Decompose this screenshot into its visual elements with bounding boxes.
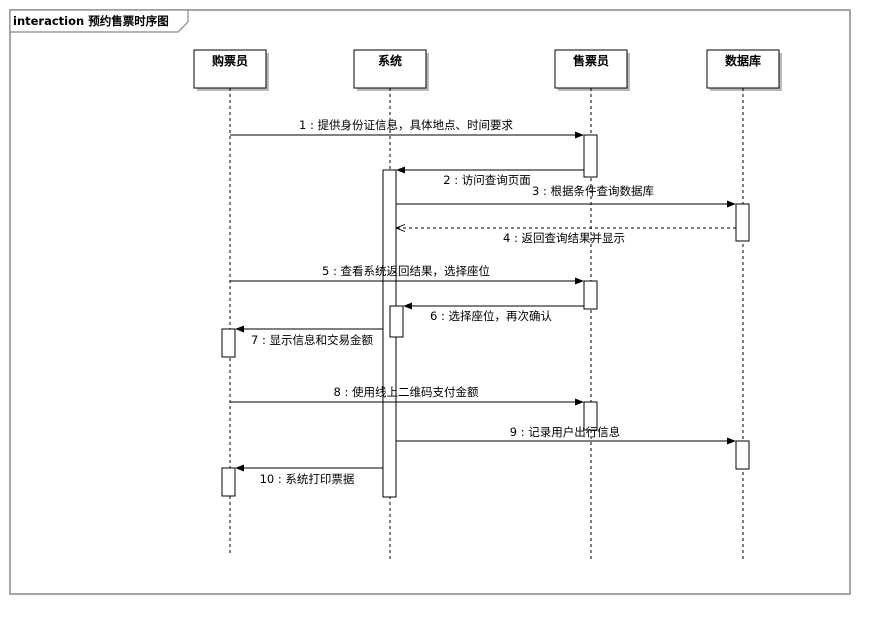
activation-bar-buyer [221,328,236,358]
frame-title-tab [9,9,189,33]
lifeline-name-database: 数据库 [725,53,761,68]
activation-bars [221,134,750,498]
message-label-7: 7 : 显示信息和交易金额 [251,333,374,347]
lifeline-name-ticket-seller: 售票员 [573,53,609,68]
lifeline-name-system: 系统 [378,53,402,68]
activation-bar-ticket-seller [583,134,598,178]
interaction-frame: interaction 预约售票时序图 [9,9,851,595]
lifeline-ticket-seller: 售票员 [554,49,630,560]
lifeline-head[interactable] [353,49,427,89]
activation-bar-database [735,440,750,470]
frame-title: interaction 预约售票时序图 [13,14,169,28]
message-label-9: 9 : 记录用户出行信息 [510,425,621,439]
activation-bar-ticket-seller [583,280,598,310]
message-label-10: 10 : 系统打印票据 [260,472,355,486]
lifeline-head[interactable] [554,49,628,89]
messages: 1 : 提供身份证信息，具体地点、时间要求 2 : 访问查询页面 3 : 根据条… [230,118,736,486]
activation-bar-ticket-seller [583,401,598,431]
frame-border [9,9,851,595]
message-label-5: 5 : 查看系统返回结果，选择座位 [322,264,490,278]
lifeline-head[interactable] [193,49,267,89]
message-label-1: 1 : 提供身份证信息，具体地点、时间要求 [299,118,514,132]
message-label-8: 8 : 使用线上二维码支付金额 [333,385,479,399]
activation-bar-buyer [221,467,236,497]
activation-bar-system-nested [389,305,404,338]
activation-bar-database [735,203,750,242]
message-label-4: 4 : 返回查询结果并显示 [503,231,625,245]
lifeline-head[interactable] [706,49,780,89]
message-label-2: 2 : 访问查询页面 [443,173,531,187]
message-label-6: 6 : 选择座位，再次确认 [430,309,553,323]
message-label-3: 3 : 根据条件查询数据库 [532,184,654,198]
lifeline-system: 系统 [353,49,429,560]
lifeline-name-buyer: 购票员 [212,53,248,68]
lifeline-database: 数据库 [706,49,782,560]
